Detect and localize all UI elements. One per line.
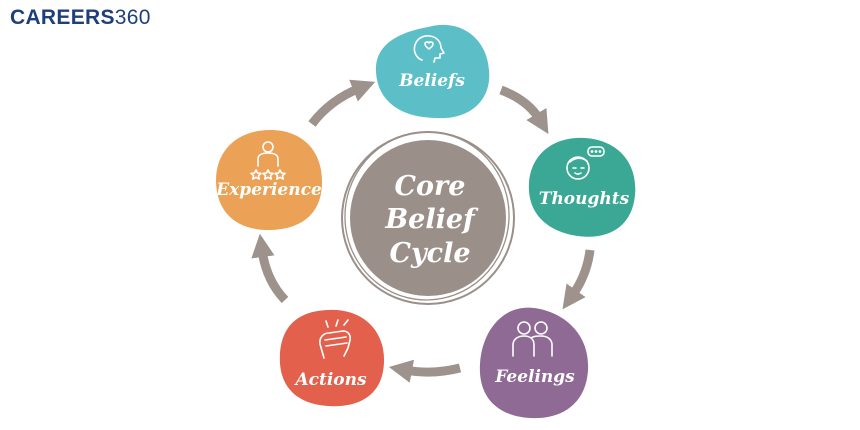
- thinking-face-icon: [566, 146, 605, 180]
- core-line-3: Cycle: [389, 238, 470, 269]
- node-experience-blob: [216, 130, 322, 230]
- two-people-icon: [512, 321, 553, 357]
- node-feelings-label: Feelings: [494, 367, 575, 387]
- arrow-actions-to-experience: [251, 233, 289, 304]
- node-actions-label: Actions: [293, 370, 367, 390]
- careers360-logo: CAREERS360: [10, 6, 151, 30]
- node-beliefs-blob: [375, 24, 490, 119]
- node-thoughts: Thoughts: [528, 137, 636, 237]
- arrow-thoughts-to-feelings: [562, 249, 595, 310]
- core-line-1: Core: [395, 171, 466, 202]
- arrow-experience-to-beliefs: [308, 79, 376, 127]
- node-beliefs-label: Beliefs: [398, 71, 465, 91]
- logo-number: 360: [114, 6, 151, 29]
- arrow-beliefs-to-thoughts: [499, 85, 549, 135]
- node-experience-label: Experience: [215, 180, 322, 200]
- node-beliefs: Beliefs: [375, 24, 490, 119]
- head-heart-icon: [413, 35, 445, 63]
- node-thoughts-label: Thoughts: [539, 189, 630, 209]
- core-line-2: Belief: [384, 204, 479, 235]
- cycle-arrows: [251, 79, 595, 383]
- core-belief-circle: Core Belief Cycle: [341, 131, 515, 305]
- node-actions: Actions: [279, 309, 385, 407]
- arrow-feelings-to-actions: [388, 359, 462, 383]
- node-feelings: Feelings: [479, 307, 589, 419]
- node-actions-blob: [279, 309, 385, 407]
- node-experience: Experience: [215, 130, 322, 230]
- node-feelings-blob: [479, 307, 589, 419]
- node-thoughts-blob: [528, 137, 636, 237]
- logo-text: CAREERS: [10, 6, 115, 29]
- core-belief-fill: [350, 140, 506, 296]
- fist-icon: [319, 319, 351, 359]
- person-stars-icon: [250, 141, 286, 180]
